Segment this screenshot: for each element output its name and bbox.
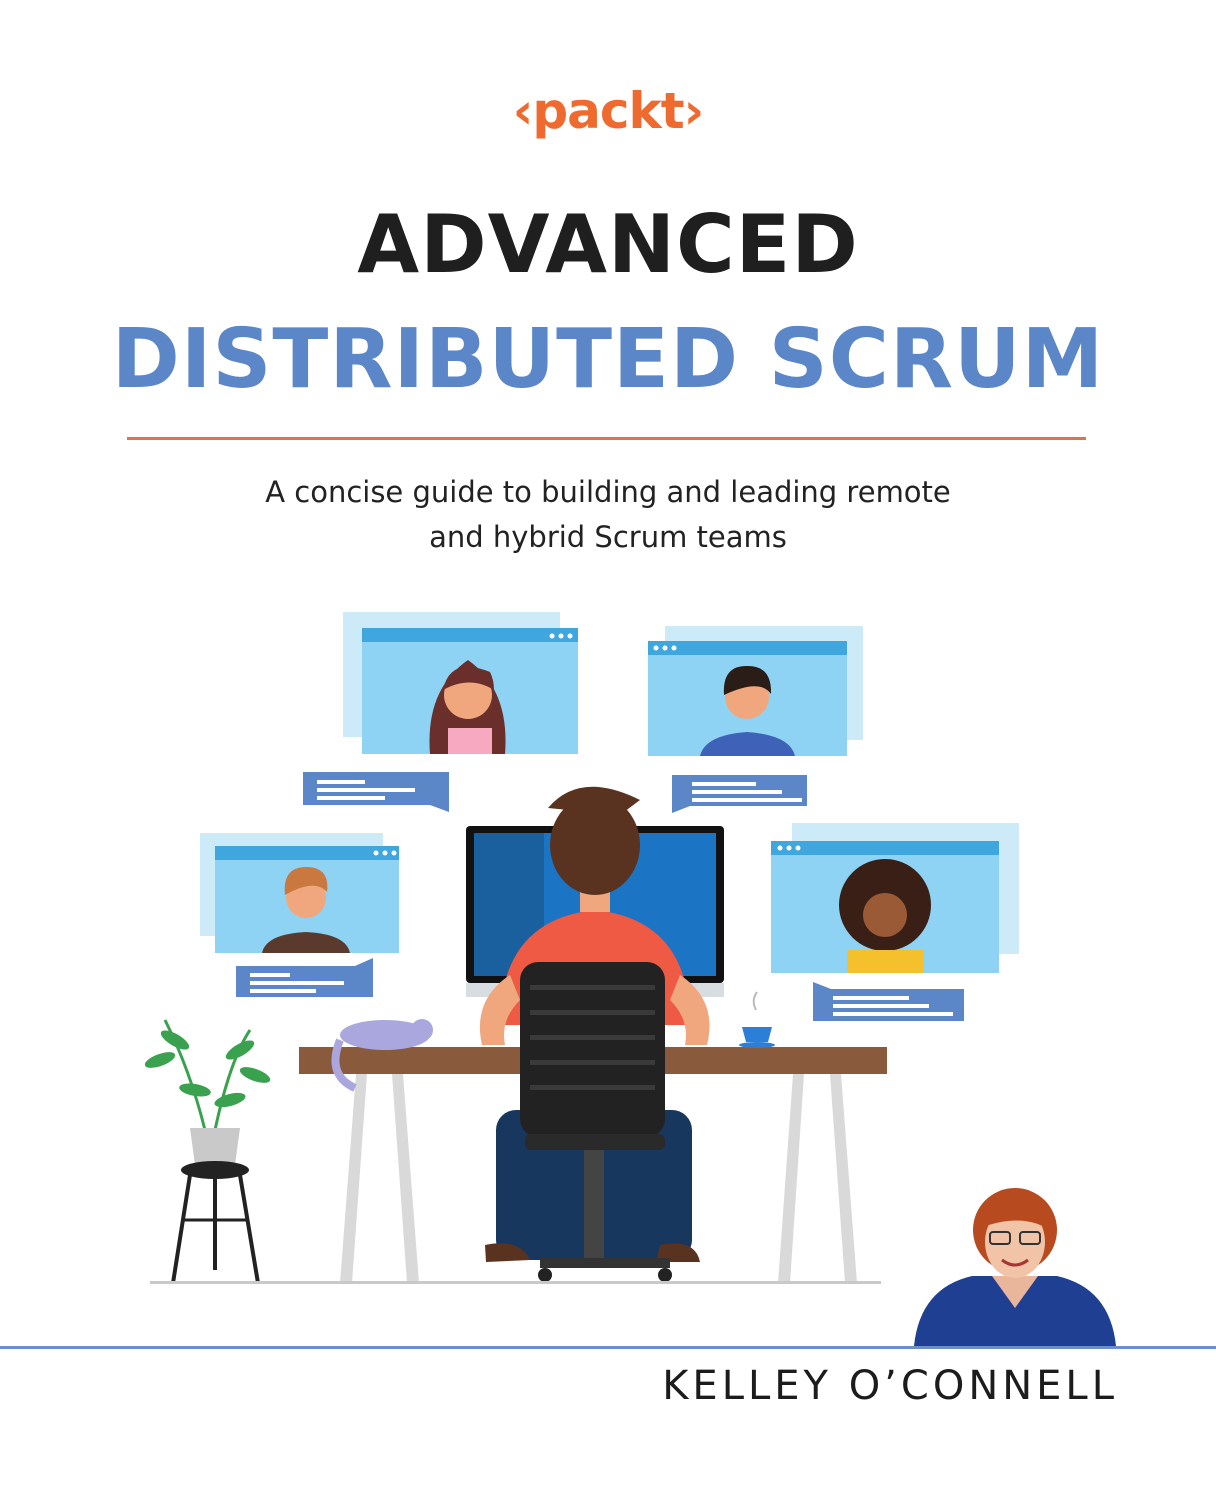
chat-bubble-icon bbox=[672, 775, 807, 813]
title-line-1: ADVANCED bbox=[357, 198, 859, 291]
author-name: KELLEY O’CONNELL bbox=[662, 1363, 1118, 1409]
packt-logo: ‹packt› bbox=[512, 82, 705, 140]
subtitle-line-2: and hybrid Scrum teams bbox=[429, 520, 787, 554]
subtitle-line-1: A concise guide to building and leading … bbox=[265, 475, 951, 509]
video-window-woman-icon bbox=[343, 612, 578, 754]
remote-team-illustration bbox=[144, 612, 1019, 1284]
footer-divider bbox=[0, 1346, 1216, 1349]
floor-line bbox=[150, 1281, 881, 1284]
video-window-man-icon bbox=[648, 626, 863, 756]
author-photo bbox=[914, 1188, 1116, 1346]
chat-bubble-icon bbox=[813, 982, 964, 1021]
chat-bubble-icon bbox=[303, 772, 449, 812]
video-window-curly-hair-woman-icon bbox=[771, 823, 1019, 973]
coffee-cup-icon bbox=[739, 991, 775, 1048]
title-divider bbox=[127, 437, 1086, 440]
subtitle: A concise guide to building and leading … bbox=[0, 470, 1216, 560]
video-window-boy-icon bbox=[200, 833, 399, 953]
cat-icon bbox=[331, 1019, 433, 1092]
chat-bubble-icon bbox=[236, 958, 373, 997]
potted-plant-icon bbox=[144, 1019, 271, 1172]
stool-icon bbox=[171, 1161, 260, 1284]
office-chair-icon bbox=[520, 962, 672, 1282]
title-line-2: DISTRIBUTED SCRUM bbox=[111, 312, 1105, 407]
